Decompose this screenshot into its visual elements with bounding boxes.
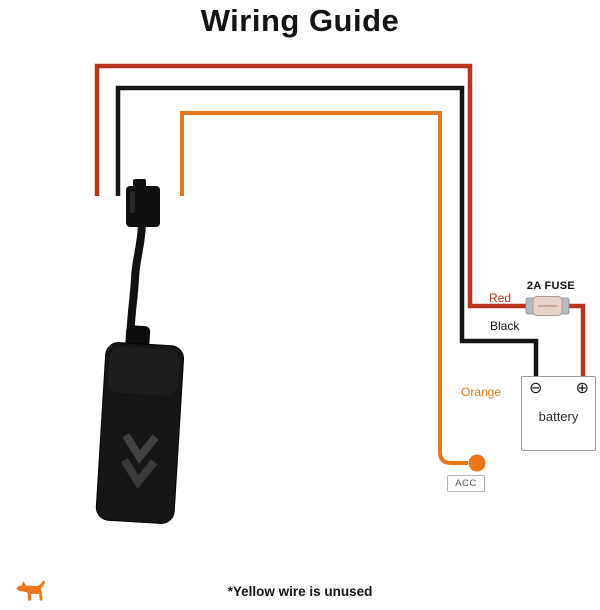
battery-box: ⊖ ⊕ battery — [521, 376, 596, 451]
fuse-label: 2A FUSE — [526, 280, 576, 292]
chevron-logo-icon — [120, 457, 158, 489]
plus-terminal-icon: ⊕ — [575, 378, 589, 397]
acc-wire-dot — [468, 454, 486, 472]
dog-logo-icon — [16, 580, 46, 601]
black-wire-label: Black — [490, 319, 520, 333]
orange-wire-label: Orange — [461, 385, 502, 399]
device-sheen — [108, 346, 180, 396]
chevron-logo-icon — [122, 433, 159, 464]
minus-terminal-icon: ⊖ — [529, 378, 543, 397]
black-wire — [115, 85, 539, 378]
gps-tracker-device — [95, 325, 185, 524]
page-title: Wiring Guide — [200, 3, 400, 38]
connector-highlight — [130, 191, 135, 213]
orange-wire — [180, 111, 468, 465]
acc-box: ACC — [447, 475, 485, 492]
red-wire-label: Red — [489, 291, 512, 305]
red-wire — [94, 63, 586, 378]
fuse-icon — [525, 296, 570, 316]
footnote: *Yellow wire is unused — [227, 584, 373, 599]
battery-label: battery — [538, 409, 579, 424]
